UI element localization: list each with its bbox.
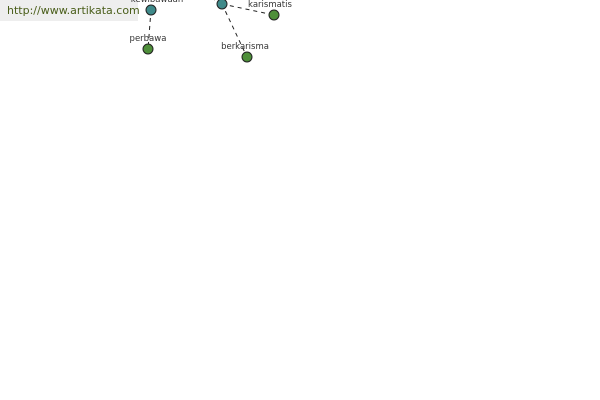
node-top-left[interactable]	[145, 4, 157, 16]
node-label-berkarisma: berkarisma	[221, 42, 269, 52]
node-center[interactable]	[216, 0, 228, 10]
node-label-perbawa: perbawa	[130, 34, 167, 44]
edge-topleft-perbawa	[147, 9, 152, 50]
edge-center-berkarisma	[221, 3, 248, 58]
node-label-top-left: kewibawaan	[131, 0, 184, 5]
node-berkarisma[interactable]	[241, 51, 253, 63]
edge-center-karismatis	[221, 3, 275, 16]
source-link[interactable]: http://www.artikata.com	[0, 0, 140, 21]
node-perbawa[interactable]	[142, 43, 154, 55]
node-karismatis[interactable]	[268, 9, 280, 21]
node-label-karismatis: karismatis	[248, 0, 292, 10]
